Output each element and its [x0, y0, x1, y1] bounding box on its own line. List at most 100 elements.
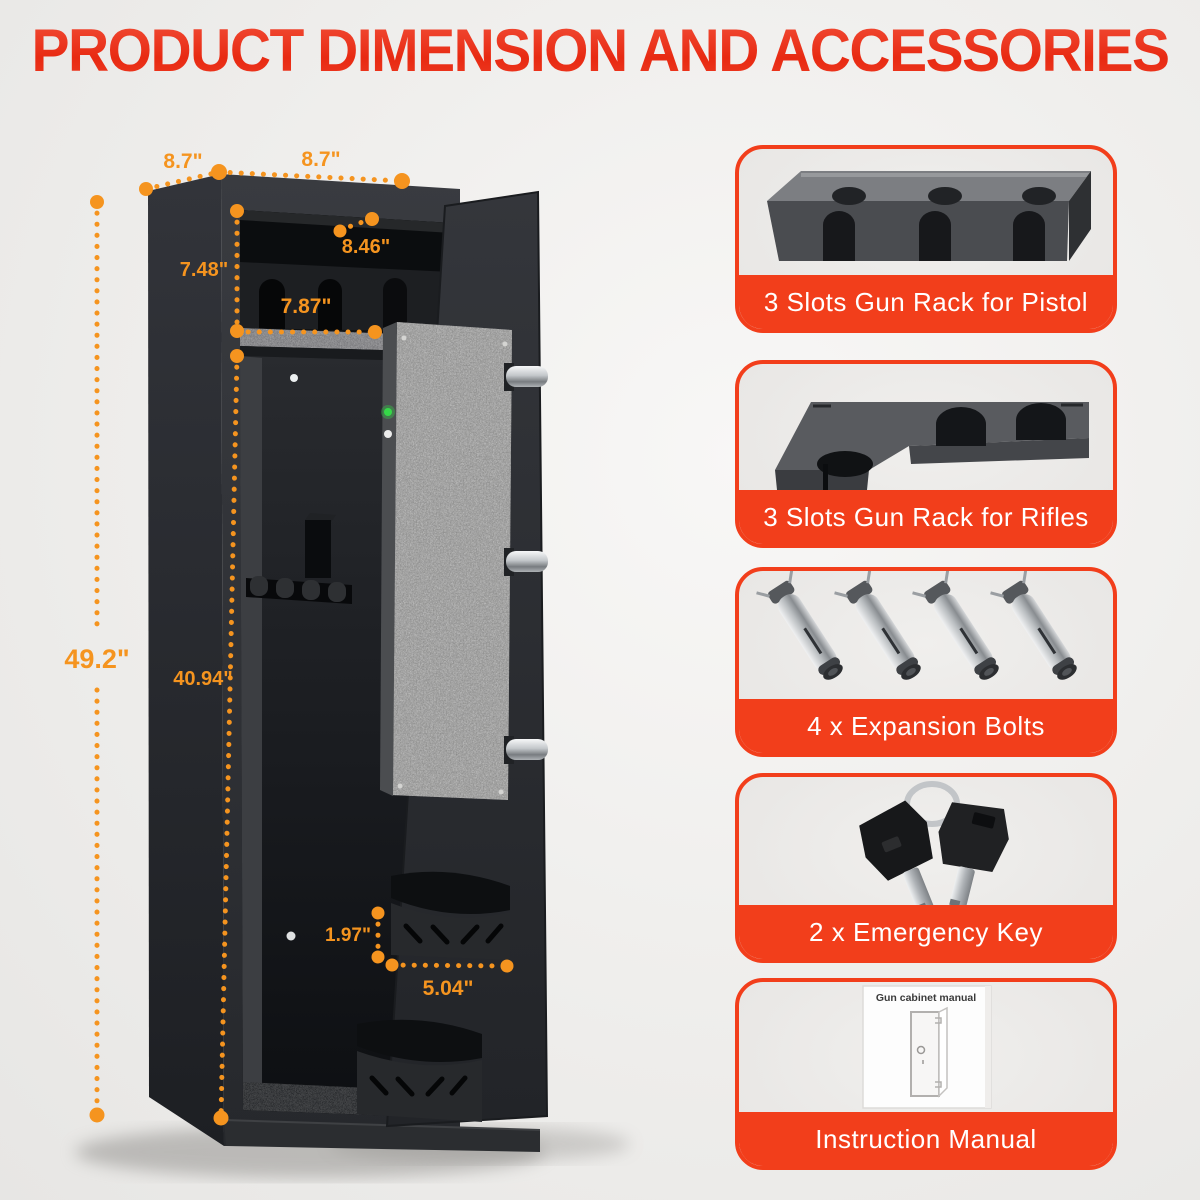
rifle-rest [246, 513, 352, 604]
cavity-left-wall [240, 356, 262, 1110]
expansion-bolt [756, 571, 843, 680]
hinge-pin [504, 363, 548, 391]
pistol-rack-image [739, 149, 1113, 275]
hinge-barrel [506, 551, 548, 572]
door-pocket-lower [357, 1019, 482, 1122]
dim-compartment-height: 7.48" [180, 259, 228, 281]
dim-dot [371, 950, 385, 964]
accessory-card-expansion-bolts: 4 x Expansion Bolts [735, 567, 1117, 757]
expansion-bolt [990, 571, 1077, 680]
manual-paper-edge [985, 986, 991, 1108]
dim-compartment-width: 7.87" [281, 295, 332, 318]
bolt-clip [834, 591, 848, 598]
bolt-slot [959, 627, 979, 655]
instruction-manual-icon: Gun cabinet manual [862, 985, 992, 1109]
bolt-collar [924, 580, 951, 604]
accessory-label: 4 x Expansion Bolts [739, 699, 1113, 753]
dim-dot [213, 1110, 229, 1126]
dim-interior-height: 40.94" [173, 668, 233, 690]
bolt-clip [756, 591, 770, 598]
bolt-slot [803, 627, 823, 655]
bolt-clip [788, 571, 794, 584]
pocket-vent [460, 924, 480, 945]
dim-line-pocket-width [389, 962, 509, 969]
dim-dot [139, 182, 153, 196]
emergency-key [859, 800, 935, 905]
dim-top-depth: 8.7" [163, 150, 202, 173]
bolt-clip [912, 591, 926, 598]
pocket-recess [391, 871, 510, 914]
dim-top-width: 8.7" [301, 148, 340, 171]
dim-dot [500, 959, 514, 973]
instruction-manual-image: Gun cabinet manual [739, 982, 1113, 1112]
dim-dot [365, 212, 379, 226]
accessory-label: 2 x Emergency Key [739, 905, 1113, 959]
key-tip-notch [949, 898, 961, 905]
rifle-stock-block-front [305, 520, 331, 578]
pistol-slot [318, 279, 342, 330]
pocket-front [391, 903, 510, 960]
accessory-label: 3 Slots Gun Rack for Pistol [739, 275, 1113, 329]
cabinet-left-face [148, 174, 224, 1146]
door-lock-edge [380, 322, 397, 796]
expansion-bolt [834, 571, 921, 680]
door-pocket-upper [391, 871, 510, 960]
slot-notch [1013, 211, 1045, 261]
dim-pocket-height: 1.97" [325, 925, 371, 946]
hinge-pin [504, 548, 548, 576]
pocket-vent [430, 924, 450, 945]
bolt-collar [846, 580, 873, 604]
mount-hole [286, 931, 296, 941]
accessory-card-emergency-key: 2 x Emergency Key [735, 773, 1117, 963]
bolt-ring [1052, 657, 1075, 675]
pocket-recess [357, 1019, 482, 1062]
bolt-cap-center [906, 667, 916, 676]
dim-dot [90, 195, 104, 209]
accessory-card-instruction-manual: Gun cabinet manual Instruction Manual [735, 978, 1117, 1170]
pocket-vent [403, 923, 423, 944]
rifle-rest-finger [276, 578, 294, 598]
dim-dot [333, 224, 347, 238]
accessory-card-rifle-rack: 3 Slots Gun Rack for Rifles [735, 360, 1117, 548]
rifle-stock-block [305, 513, 336, 522]
pocket-vent [425, 1076, 445, 1097]
emergency-keys-image [739, 777, 1113, 905]
base-plinth-edge [223, 1119, 541, 1131]
rifle-rest-finger [328, 582, 346, 602]
hinge-pin [504, 736, 548, 764]
accessory-label: 3 Slots Gun Rack for Rifles [739, 490, 1113, 544]
accessory-label: Instruction Manual [739, 1112, 1113, 1166]
hinge-barrel [506, 366, 548, 387]
dim-line-top-depth [143, 169, 222, 192]
bolt-ring [818, 657, 841, 675]
bolt-collar [1002, 580, 1029, 604]
emergency-key [938, 802, 1009, 905]
slot-top-hole [1022, 187, 1056, 205]
expansion-bolts-image [739, 571, 1113, 699]
slot-top-hole [928, 187, 962, 205]
expansion-bolt [912, 571, 999, 680]
bolt-cap-center [828, 667, 838, 676]
key-shaft [902, 867, 935, 905]
rifle-hole-notch [936, 424, 986, 446]
pistol-slot [383, 278, 407, 331]
rifle-rest-finger [302, 580, 320, 600]
bolt-clip [944, 571, 950, 584]
page-title: PRODUCT DIMENSION AND ACCESSORIES [0, 16, 1200, 86]
manual-cabinet-drawing [910, 1011, 940, 1097]
rifle-hole-notch [1016, 420, 1066, 440]
dim-dot [230, 204, 244, 218]
key-head-slot [971, 812, 996, 829]
bolt-cap-center [1062, 667, 1072, 676]
status-led [384, 408, 392, 416]
pocket-vent [485, 923, 504, 944]
dim-overall-height: 49.2" [64, 644, 129, 674]
rifle-half-hole [817, 451, 873, 477]
dim-dot [385, 958, 399, 972]
rifle-rest-finger [250, 576, 268, 596]
dim-line-interior-height [218, 353, 240, 1120]
hinge-barrel [506, 739, 548, 760]
accessory-card-pistol-rack: 3 Slots Gun Rack for Pistol [735, 145, 1117, 333]
bolt-cap-center [984, 667, 994, 676]
